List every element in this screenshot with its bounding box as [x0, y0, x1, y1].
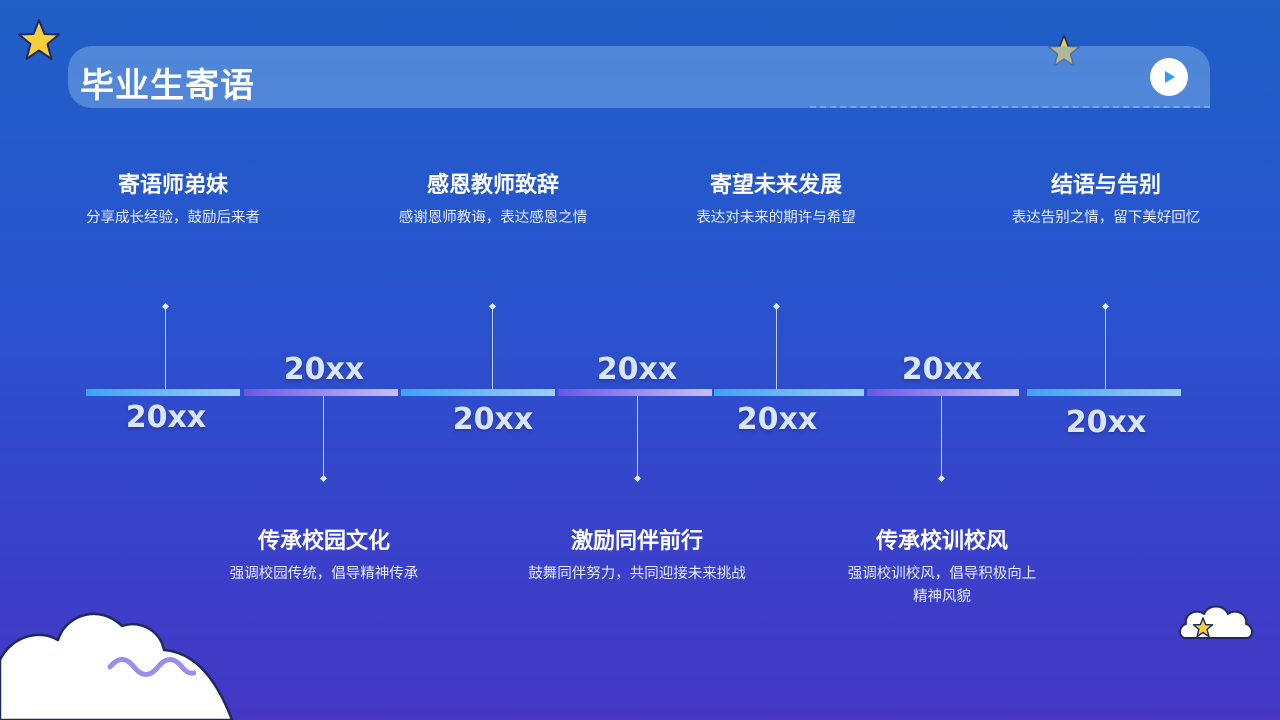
connector-line: [1105, 307, 1106, 389]
timeline-segment: [1027, 389, 1181, 396]
timeline-segment: [714, 389, 864, 396]
star-icon: [18, 19, 60, 60]
connector-line: [637, 396, 638, 478]
cloud-icon: [1179, 605, 1253, 639]
connector-dot: [937, 474, 946, 483]
page-title: 毕业生寄语: [80, 66, 255, 106]
item-desc: 表达对未来的期许与希望: [696, 210, 856, 226]
item-title: 传承校园文化: [257, 529, 390, 554]
year-label: 20xx: [452, 402, 534, 437]
connector-dot: [633, 474, 642, 483]
play-button[interactable]: [1150, 58, 1188, 96]
year-label: 20xx: [283, 352, 365, 387]
connector-line: [941, 396, 942, 478]
year-label: 20xx: [596, 352, 678, 387]
item-title: 结语与告别: [1050, 173, 1161, 198]
item-title: 寄望未来发展: [709, 173, 842, 198]
connector-dot: [319, 474, 328, 483]
timeline-segment: [244, 389, 398, 396]
item-title: 寄语师弟妹: [117, 173, 228, 198]
connector-line: [776, 307, 777, 389]
timeline-segment: [401, 389, 555, 396]
timeline-segment: [86, 389, 240, 396]
item-title: 传承校训校风: [875, 529, 1008, 554]
year-label: 20xx: [736, 402, 818, 437]
item-title: 激励同伴前行: [570, 529, 703, 554]
header-divider: [810, 106, 1210, 108]
connector-line: [492, 307, 493, 389]
item-desc: 鼓舞同伴努力，共同迎接未来挑战: [528, 566, 746, 582]
year-label: 20xx: [125, 400, 207, 435]
item-desc: 强调校园传统，倡导精神传承: [229, 566, 419, 582]
year-label: 20xx: [1065, 405, 1147, 440]
cloud-icon: [0, 612, 234, 720]
item-desc: 分享成长经验，鼓励后来者: [86, 210, 260, 226]
connector-line: [165, 307, 166, 389]
year-label: 20xx: [901, 352, 983, 387]
timeline-segment: [867, 389, 1019, 396]
item-desc: 表达告别之情，留下美好回忆: [1011, 210, 1201, 226]
header-bar: [68, 46, 1210, 108]
item-desc: 感谢恩师教诲，表达感恩之情: [398, 210, 588, 226]
timeline-segment: [558, 389, 712, 396]
play-icon: [1165, 71, 1175, 83]
wave-icon: [107, 657, 196, 677]
connector-line: [323, 396, 324, 478]
item-title: 感恩教师致辞: [426, 173, 559, 198]
item-desc: 强调校训校风，倡导积极向上精神风貌: [847, 566, 1037, 605]
star-icon: [1192, 617, 1214, 638]
